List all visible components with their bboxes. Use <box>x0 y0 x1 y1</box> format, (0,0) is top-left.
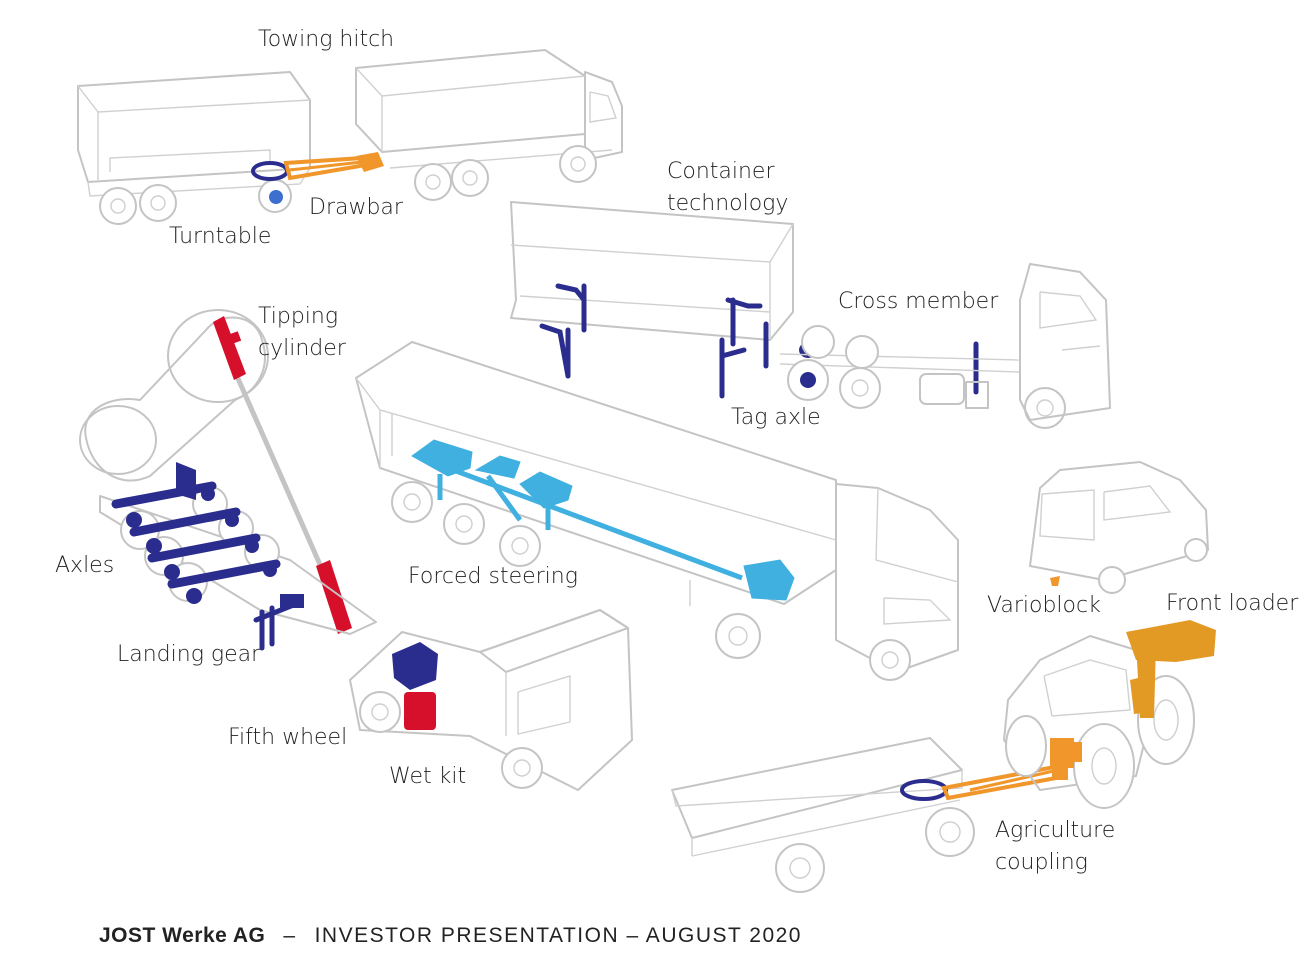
semi-trailer-forced-steering <box>355 341 959 681</box>
label-landing-gear: Landing gear <box>117 642 261 667</box>
label-drawbar: Drawbar <box>309 195 403 220</box>
label-container-technology: Container technology <box>667 159 789 216</box>
drawbar-trailer-truck <box>77 49 623 225</box>
label-axles: Axles <box>55 553 115 578</box>
footer-subtitle: INVESTOR PRESENTATION – AUGUST 2020 <box>314 924 802 947</box>
footer-company: JOST Werke AG <box>99 924 266 947</box>
label-agriculture-coupling: Agriculture coupling <box>995 818 1116 875</box>
label-tag-axle: Tag axle <box>731 405 821 430</box>
label-towing-hitch: Towing hitch <box>258 27 395 52</box>
label-tipping-cylinder: Tipping cylinder <box>258 304 346 361</box>
label-wet-kit: Wet kit <box>389 764 467 789</box>
label-front-loader: Front loader <box>1166 591 1299 616</box>
label-cross-member: Cross member <box>838 289 999 314</box>
van <box>1029 461 1209 594</box>
label-turntable: Turntable <box>169 224 272 249</box>
label-fifth-wheel: Fifth wheel <box>228 725 348 750</box>
label-forced-steering: Forced steering <box>408 564 578 589</box>
label-varioblock: Varioblock <box>987 593 1101 618</box>
agricultural-trailer <box>671 737 1063 893</box>
footer: JOST Werke AG–INVESTOR PRESENTATION – AU… <box>99 924 802 948</box>
container-truck <box>510 201 1111 429</box>
farm-tractor <box>1003 620 1216 809</box>
tractor-unit <box>349 609 633 791</box>
footer-separator: – <box>283 924 297 947</box>
tipper-trailer <box>79 309 377 651</box>
